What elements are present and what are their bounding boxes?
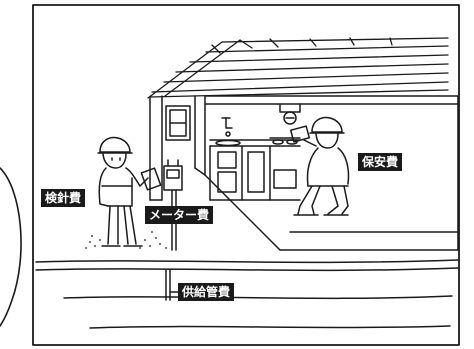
roof <box>148 38 448 98</box>
underground <box>36 260 458 328</box>
label-meter-cost: メーター費 <box>145 206 213 224</box>
faucet <box>222 118 232 136</box>
gas-meter <box>164 160 182 250</box>
wall-fixture <box>280 104 300 124</box>
meter-reader-worker <box>98 138 161 246</box>
left-circle-edge <box>0 168 21 326</box>
label-safety-cost: 保安費 <box>358 153 402 171</box>
house-wall <box>150 96 205 200</box>
label-meter-reading-cost: 検針費 <box>41 189 85 207</box>
label-supply-pipe-cost: 供給管費 <box>178 283 234 301</box>
